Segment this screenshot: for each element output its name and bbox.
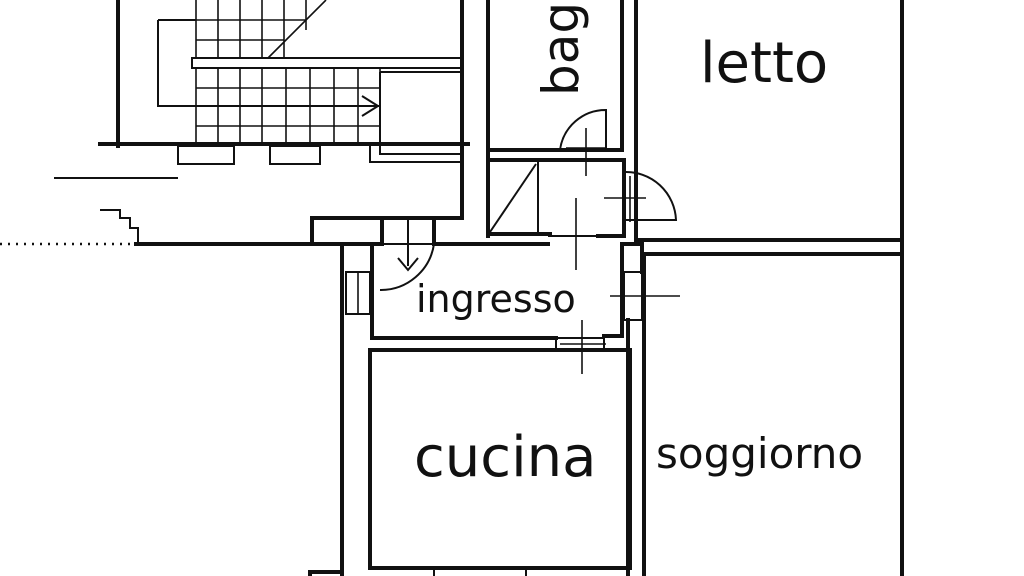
arrow-icon bbox=[361, 95, 380, 117]
arrow-icon bbox=[397, 257, 419, 272]
room-label-cucina: cucina bbox=[414, 425, 596, 490]
exterior-walls bbox=[0, 177, 464, 576]
room-label-bagno: bag bbox=[532, 2, 590, 96]
room-label-ingresso: ingresso bbox=[416, 277, 576, 321]
entrance: ingresso bbox=[345, 218, 680, 374]
bathroom bbox=[486, 0, 624, 238]
room-label-letto: letto bbox=[700, 31, 828, 96]
staircase bbox=[98, 0, 470, 220]
bedroom: letto bbox=[634, 0, 904, 576]
kitchen: cucina bbox=[368, 318, 632, 576]
hall bbox=[536, 158, 678, 270]
living-room: soggiorno bbox=[642, 252, 904, 576]
room-label-soggiorno: soggiorno bbox=[656, 429, 863, 478]
